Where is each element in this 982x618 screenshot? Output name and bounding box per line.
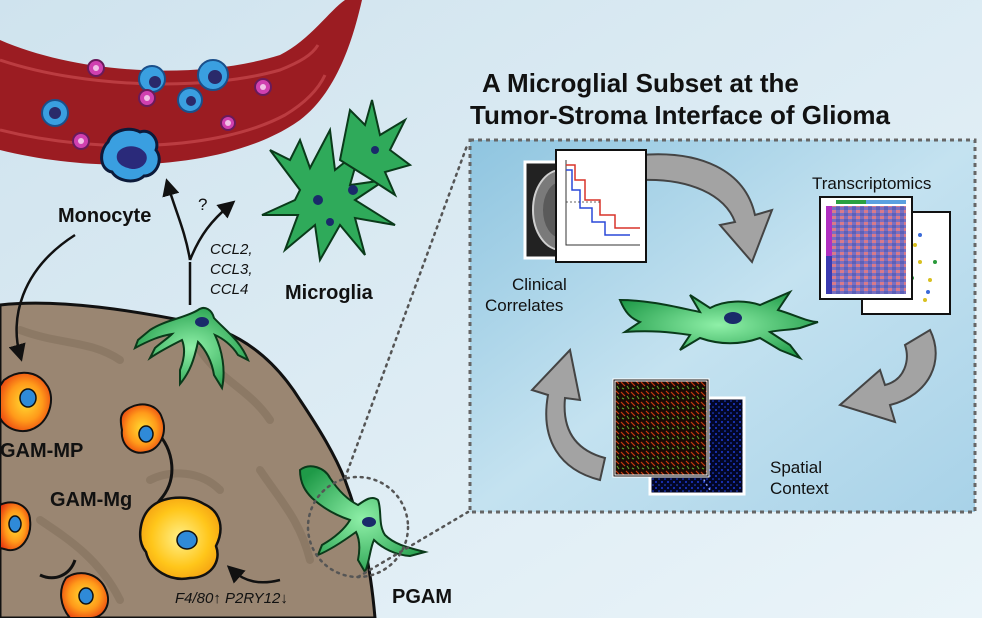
monocyte-label: Monocyte [58, 205, 152, 227]
chemokine-ccl2: CCL2, [210, 241, 253, 258]
blood-cells [41, 59, 272, 150]
chemokine-ccl3: CCL3, [210, 261, 253, 278]
monocyte-cell [100, 127, 161, 183]
gam-mp-label: GAM-MP [0, 440, 84, 462]
microglia-label: Microglia [285, 282, 373, 304]
transcriptomics-label: Transcriptomics [812, 174, 932, 193]
tumor-mass [0, 301, 377, 618]
cycle-arrows [530, 153, 937, 482]
spatial-label-line2: Context [770, 479, 829, 498]
clinical-label-line1: Clinical [512, 275, 567, 294]
spatial-image-stack [612, 378, 746, 496]
central-microglia [618, 289, 819, 361]
transcriptomics-image-stack [819, 196, 951, 315]
gam-mp-cells [0, 371, 165, 618]
question-mark: ? [198, 195, 208, 214]
spatial-label-line1: Spatial [770, 458, 822, 477]
chemokine-ccl4: CCL4 [210, 281, 249, 298]
zoom-connector [306, 141, 470, 579]
flow-arrows [8, 178, 281, 584]
gam-mg-cell [138, 496, 222, 581]
pgam-cell [298, 465, 429, 575]
gam-mg-label: GAM-Mg [50, 489, 133, 511]
figure-title-line1: A Microglial Subset at the [482, 68, 799, 98]
clinical-image-stack [523, 149, 647, 263]
blood-vessel [0, 0, 362, 165]
pgam-label: PGAM [392, 586, 452, 608]
microglia-tumor-edge [133, 307, 250, 391]
microglia-cluster [261, 99, 413, 264]
figure-title-line2: Tumor-Stroma Interface of Glioma [470, 100, 890, 130]
marker-label: F4/80↑ P2RY12↓ [175, 590, 288, 607]
clinical-label-line2: Correlates [485, 296, 564, 315]
